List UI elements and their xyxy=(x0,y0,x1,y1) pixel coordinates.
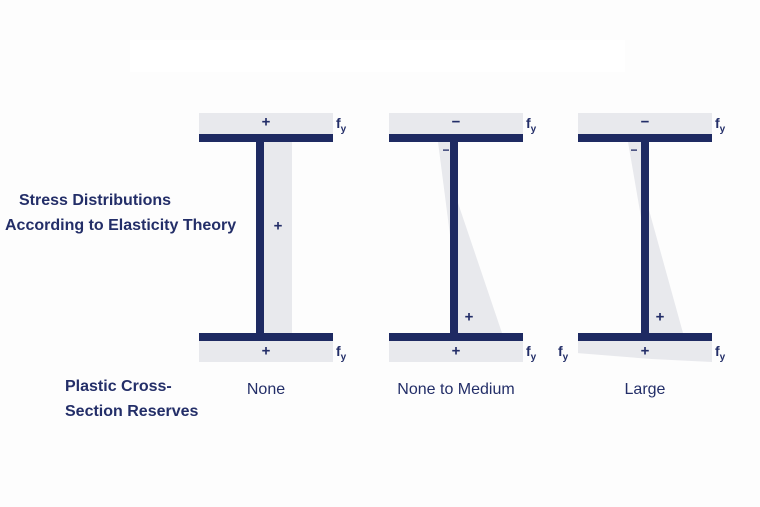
row-label-line1: Plastic Cross- xyxy=(65,378,172,395)
stress-sign-top: + xyxy=(261,113,271,131)
stress-sign-web-lower: + xyxy=(464,308,474,326)
stress-web-rect xyxy=(264,142,292,333)
web xyxy=(450,142,458,333)
top-flange xyxy=(199,134,333,142)
stress-sign-top: − xyxy=(640,113,650,131)
stress-sign-top: − xyxy=(451,113,461,131)
stress-bottom-rect xyxy=(199,341,333,362)
stress-sign-bottom: + xyxy=(451,342,461,360)
reserve-label-large: Large xyxy=(624,381,666,398)
diagram-title-line2: According to Elasticity Theory xyxy=(5,217,237,234)
fy-subscript: y xyxy=(530,123,537,135)
stress-top-rect xyxy=(199,113,333,134)
fy-base: f xyxy=(715,115,720,131)
diagram-title-line1: Stress Distributions xyxy=(19,192,172,209)
stress-top-rect xyxy=(389,113,523,134)
stress-sign-web-lower: + xyxy=(655,308,665,326)
reserve-label-none-to-medium: None to Medium xyxy=(397,381,515,398)
fy-label-bottom-left: fy xyxy=(558,343,568,364)
beam-large: − − + + fy fy fy Large xyxy=(558,113,725,413)
fy-label-top-right: fy xyxy=(336,115,346,136)
stress-bottom-rect xyxy=(389,341,523,362)
fy-label-top-right: fy xyxy=(526,115,536,136)
fy-subscript: y xyxy=(719,123,726,135)
fy-label-bottom-right: fy xyxy=(526,343,536,364)
fy-base: f xyxy=(526,115,531,131)
stress-sign-bottom: + xyxy=(640,342,650,360)
fy-base: f xyxy=(526,343,531,359)
fy-base: f xyxy=(336,115,341,131)
bottom-flange xyxy=(389,333,523,341)
background-panel xyxy=(130,40,625,72)
stress-top-rect xyxy=(578,113,712,134)
fy-label-bottom-right: fy xyxy=(715,343,725,364)
bottom-flange xyxy=(578,333,712,341)
fy-subscript: y xyxy=(562,351,569,363)
fy-label-top-right: fy xyxy=(715,115,725,136)
fy-subscript: y xyxy=(719,351,726,363)
fy-base: f xyxy=(558,343,563,359)
fy-base: f xyxy=(715,343,720,359)
fy-subscript: y xyxy=(340,351,347,363)
fy-label-bottom-right: fy xyxy=(336,343,346,364)
stress-sign-web-upper: − xyxy=(630,143,638,157)
beam-none: + + + fy fy None xyxy=(199,113,346,413)
stress-lower-triangle xyxy=(649,210,683,333)
fy-subscript: y xyxy=(530,351,537,363)
reserve-label-none: None xyxy=(246,381,286,398)
top-flange xyxy=(389,134,523,142)
web xyxy=(256,142,264,333)
row-label-line2: Section Reserves xyxy=(65,403,199,420)
beam-none-to-medium: − − + + fy fy None to Medium xyxy=(389,113,536,413)
fy-base: f xyxy=(336,343,341,359)
stress-sign-web: + xyxy=(273,217,283,235)
stress-sign-bottom: + xyxy=(261,342,271,360)
web xyxy=(641,142,649,333)
stress-sign-web-upper: − xyxy=(442,143,450,157)
top-flange xyxy=(578,134,712,142)
bottom-flange xyxy=(199,333,333,341)
fy-subscript: y xyxy=(340,123,347,135)
